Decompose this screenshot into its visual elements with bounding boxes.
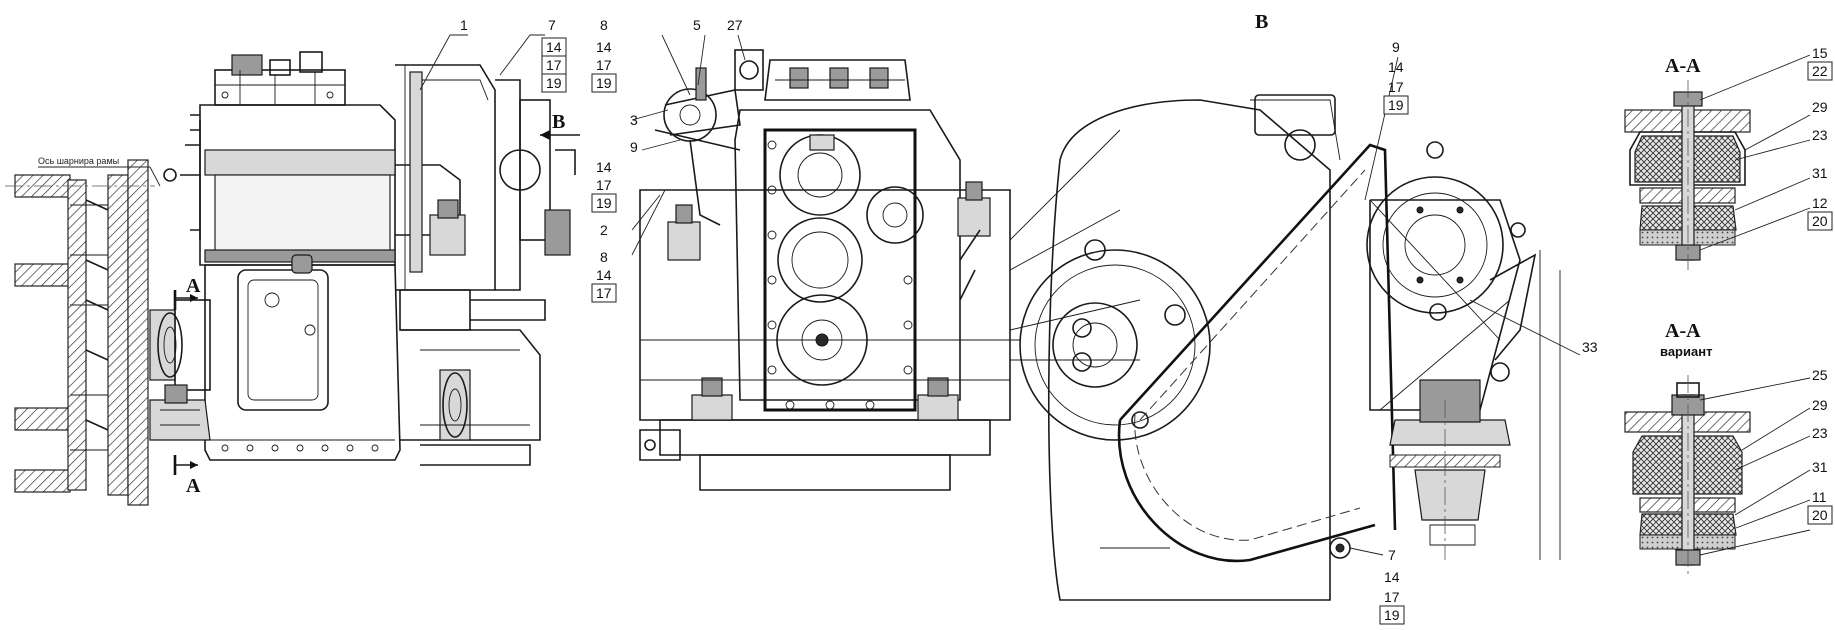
callout-19: 19 <box>546 75 562 91</box>
callouts: 1 7 14 17 19 8 14 17 19 5 27 3 9 14 17 1… <box>460 17 1833 625</box>
callout-31: 31 <box>1812 165 1828 181</box>
callout-19: 19 <box>596 75 612 91</box>
callout-20: 20 <box>1812 213 1828 229</box>
callout-7: 7 <box>1388 547 1396 563</box>
gearbox-body <box>149 51 401 461</box>
callout-14: 14 <box>1384 569 1400 585</box>
callout-23: 23 <box>1812 127 1828 143</box>
callout-2: 2 <box>600 222 608 238</box>
callout-15: 15 <box>1812 45 1828 61</box>
frame-section <box>5 159 155 506</box>
converter-housing <box>395 64 576 466</box>
callout-8: 8 <box>600 17 608 33</box>
callout-22: 22 <box>1812 63 1828 79</box>
housing-bolts <box>767 140 913 410</box>
callout-7: 7 <box>548 17 556 33</box>
callout-25: 25 <box>1812 367 1828 383</box>
callout-19: 19 <box>596 195 612 211</box>
section-label-a-top: А <box>186 275 201 297</box>
callout-17: 17 <box>546 57 562 73</box>
callout-14: 14 <box>546 39 562 55</box>
callout-29: 29 <box>1812 397 1828 413</box>
frame-axis-note: Ось шарнира рамы <box>38 156 119 166</box>
section-aa-title-1: А-А <box>1665 55 1701 77</box>
side-view: Ось шарнира рамы А А <box>5 51 580 506</box>
callout-19: 19 <box>1384 607 1400 623</box>
callout-12: 12 <box>1812 195 1828 211</box>
callout-1: 1 <box>460 17 468 33</box>
view-b-title: В <box>1255 11 1268 33</box>
callout-14: 14 <box>596 267 612 283</box>
callout-3: 3 <box>630 112 638 128</box>
arrow-b-label: В <box>552 111 565 133</box>
variant-label: вариант <box>1660 344 1712 359</box>
callout-14: 14 <box>596 159 612 175</box>
callout-19: 19 <box>1388 97 1404 113</box>
callout-9: 9 <box>630 139 638 155</box>
bolt-row <box>221 444 379 452</box>
callout-leaders <box>419 34 1811 556</box>
section-aa-title-2: А-А <box>1665 320 1701 342</box>
callout-5: 5 <box>693 17 701 33</box>
callout-27: 27 <box>727 17 743 33</box>
callout-29: 29 <box>1812 99 1828 115</box>
callout-11: 11 <box>1812 489 1827 505</box>
callout-17: 17 <box>596 285 612 301</box>
section-aa-main: А-А <box>1624 55 1751 270</box>
callout-33: 33 <box>1582 339 1598 355</box>
callout-9: 9 <box>1392 39 1400 55</box>
callout-17: 17 <box>1388 79 1404 95</box>
callout-23: 23 <box>1812 425 1828 441</box>
view-arrow-b: В <box>540 111 580 140</box>
callout-17: 17 <box>596 57 612 73</box>
view-b: В <box>1019 11 1561 601</box>
callout-14: 14 <box>1388 59 1404 75</box>
callout-14: 14 <box>596 39 612 55</box>
callout-8: 8 <box>600 249 608 265</box>
section-label-a-bottom: А <box>186 475 201 497</box>
callout-17: 17 <box>596 177 612 193</box>
callout-17: 17 <box>1384 589 1400 605</box>
callout-20: 20 <box>1812 507 1828 523</box>
front-view <box>639 49 1141 491</box>
callout-31: 31 <box>1812 459 1828 475</box>
section-aa-variant: А-А вариант <box>1624 320 1751 575</box>
